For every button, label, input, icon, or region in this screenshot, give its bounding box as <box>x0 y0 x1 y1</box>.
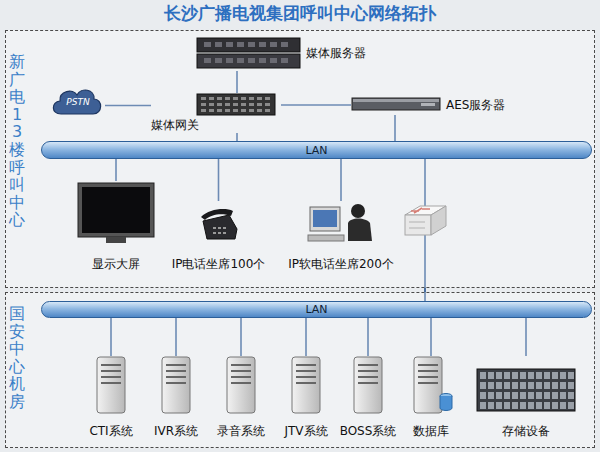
pc-icon <box>308 201 374 247</box>
pstn-cloud: PSTN <box>51 86 105 118</box>
region-label: 国安中心机房 <box>9 305 25 411</box>
region-label: 新广电13楼呼叫中心 <box>9 53 25 229</box>
server-node: 录音系统 <box>209 356 273 438</box>
storage-icon <box>476 368 576 412</box>
database-node: 数据库 <box>399 356 463 438</box>
rack-icon <box>196 37 301 69</box>
node-label: AES服务器 <box>446 98 505 112</box>
node-label: JTV系统 <box>274 424 338 438</box>
server-icon <box>161 356 191 414</box>
server-node: IVR系统 <box>144 356 208 438</box>
media-gateway: 媒体网关 <box>151 93 281 133</box>
node-label: 录音系统 <box>209 424 273 438</box>
lan-bus: LAN <box>41 301 592 318</box>
soft-phone-seat: IP软电话坐席200个 <box>274 201 408 271</box>
region-panel: 新广电13楼呼叫中心 媒体服务器 PSTN 媒体网关 AES服务器 LAN 显示大屏IP电话… <box>5 30 595 288</box>
monitor-icon <box>76 181 156 245</box>
ip-phone-seat: IP电话坐席100个 <box>159 201 278 271</box>
server-node: JTV系统 <box>274 356 338 438</box>
aes-icon <box>351 97 441 111</box>
media-server: 媒体服务器 <box>196 37 371 71</box>
node-label: CTI系统 <box>79 424 143 438</box>
server-node: CTI系统 <box>79 356 143 438</box>
node-label: 媒体网关 <box>151 118 199 132</box>
node-label: 显示大屏 <box>69 257 163 271</box>
server-icon <box>291 356 321 414</box>
node-label: 数据库 <box>399 424 463 438</box>
region-panel: 国安中心机房 LAN CTI系统IVR系统录音系统JTV系统BOSS系统数据库存储设… <box>5 292 595 448</box>
display-wall: 显示大屏 <box>69 181 163 271</box>
aes-server: AES服务器 <box>351 95 526 115</box>
node-label: BOSS系统 <box>334 424 402 438</box>
node-label: 媒体服务器 <box>306 46 366 60</box>
server-icon <box>226 356 256 414</box>
diagram-title: 长沙广播电视集团呼叫中心网络拓扑 <box>0 2 600 25</box>
server-icon <box>96 356 126 414</box>
lan-bus: LAN <box>41 141 592 159</box>
db-icon <box>413 356 453 414</box>
node-label: IP电话坐席100个 <box>159 257 278 271</box>
node-label: LAN <box>42 303 591 317</box>
node-label: 存储设备 <box>469 424 583 438</box>
node-label: LAN <box>42 144 591 158</box>
node-label: IVR系统 <box>144 424 208 438</box>
node-label: IP软电话坐席200个 <box>274 257 408 271</box>
server-node: BOSS系统 <box>334 356 402 438</box>
node-label: PSTN <box>51 95 105 109</box>
gateway-icon <box>196 93 276 116</box>
server-icon <box>353 356 383 414</box>
storage-device: 存储设备 <box>469 356 583 438</box>
phone-icon <box>199 207 239 241</box>
